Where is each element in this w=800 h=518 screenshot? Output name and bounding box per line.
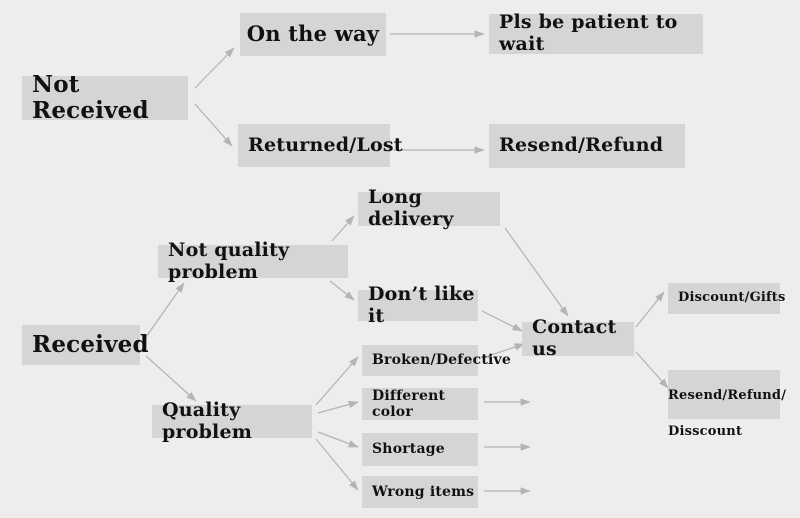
arrow-contact-us-to-discount-gifts <box>635 291 665 328</box>
node-pls-be-patient-to-wait[interactable]: Pls be patient to wait <box>489 11 703 55</box>
node-quality-problem[interactable]: Quality problem <box>152 399 312 442</box>
node-different-color[interactable]: Different color <box>362 388 478 420</box>
node-shortage[interactable]: Shortage <box>362 433 478 466</box>
arrow-quality-problem-to-shortage <box>317 431 359 448</box>
arrow-not-received-to-returned-lost <box>194 103 233 147</box>
node-not-received[interactable]: Not Received <box>22 71 188 124</box>
arrow-received-to-not-quality-problem <box>145 282 185 338</box>
arrow-quality-problem-to-different-color <box>317 400 359 414</box>
node-long-delivery[interactable]: Long delivery <box>358 186 500 230</box>
arrow-not-quality-problem-to-dont-like-it <box>329 280 355 301</box>
node-dont-like-it[interactable]: Don’t like it <box>358 283 478 326</box>
node-discount-gifts[interactable]: Discount/Gifts <box>668 283 785 314</box>
arrow-long-delivery-to-contact-us <box>504 227 569 317</box>
arrow-received-to-quality-problem <box>145 355 197 402</box>
arrow-quality-problem-to-broken-defective <box>315 356 359 406</box>
arrow-quality-problem-to-wrong-items <box>315 438 359 491</box>
node-received[interactable]: Received <box>22 325 149 365</box>
node-not-quality-problem[interactable]: Not quality problem <box>158 239 348 282</box>
arrow-not-received-to-on-the-way <box>194 47 235 89</box>
arrow-contact-us-to-resend-refund-disscount <box>635 351 669 389</box>
arrow-dont-like-it-to-contact-us <box>481 310 523 332</box>
node-resend-refund[interactable]: Resend/Refund <box>489 124 685 168</box>
node-broken-defective[interactable]: Broken/Defective <box>362 345 511 376</box>
node-resend-refund-disscount-line1: Resend/Refund/ <box>668 387 787 403</box>
node-contact-us[interactable]: Contact us <box>522 316 634 360</box>
node-wrong-items[interactable]: Wrong items <box>362 476 478 508</box>
arrow-not-quality-problem-to-long-delivery <box>331 215 355 242</box>
node-resend-refund-disscount-line2: Disscount <box>668 423 743 439</box>
node-resend-refund-disscount[interactable]: Resend/Refund/ Disscount <box>668 370 787 439</box>
node-on-the-way[interactable]: On the way <box>240 13 386 56</box>
node-returned-lost[interactable]: Returned/Lost <box>238 124 403 167</box>
